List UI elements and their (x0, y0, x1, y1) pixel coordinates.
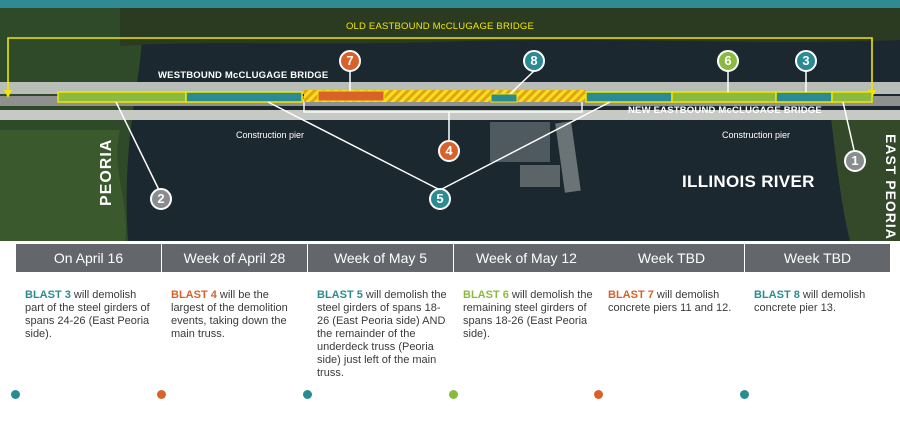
timeline-description: BLAST 5 will demolish the steel girders … (308, 289, 453, 380)
new-bridge-label: NEW EASTBOUND McCLUGAGE BRIDGE (628, 105, 822, 116)
marker-6: 6 (717, 50, 739, 72)
timeline-tab: On April 16 (16, 244, 161, 272)
timeline-column-2: Week of April 28 BLAST 4 will be the lar… (162, 244, 307, 341)
westbound-bridge-label: WESTBOUND McCLUGAGE BRIDGE (158, 70, 329, 81)
marker-1: 1 (844, 150, 866, 172)
construction-pier-label-right: Construction pier (722, 130, 791, 140)
blast-text: will demolish concrete piers 11 and 12. (608, 289, 732, 314)
timeline-description: BLAST 6 will demolish the remaining stee… (454, 289, 599, 341)
marker-4: 4 (438, 140, 460, 162)
marker-5: 5 (429, 188, 451, 210)
timeline-tab: Week of May 5 (308, 244, 453, 272)
timeline-description: BLAST 3 will demolish part of the steel … (16, 289, 161, 341)
timeline-tab: Week TBD (745, 244, 890, 272)
timeline-column-3: Week of May 5 BLAST 5 will demolish the … (308, 244, 453, 380)
timeline-dot (449, 390, 458, 399)
timeline-dot (594, 390, 603, 399)
construction-pier-label-left: Construction pier (236, 130, 305, 140)
blast-name: BLAST 3 (25, 289, 71, 301)
marker-3: 3 (795, 50, 817, 72)
timeline-description: BLAST 7 will demolish concrete piers 11 … (599, 289, 744, 315)
timeline-column-6: Week TBD BLAST 8 will demolish concrete … (745, 244, 890, 315)
timeline-dot (303, 390, 312, 399)
blast-text: will demolish the steel girders of spans… (317, 289, 447, 379)
illinois-river-label: ILLINOIS RIVER (682, 172, 815, 191)
aerial-photo: OLD EASTBOUND McCLUGAGE BRIDGE WESTBOUND… (0, 8, 900, 241)
timeline-dot (740, 390, 749, 399)
marker-7: 7 (339, 50, 361, 72)
blast-text: will demolish concrete pier 13. (754, 289, 866, 314)
timeline-description: BLAST 8 will demolish concrete pier 13. (745, 289, 890, 315)
timeline-dot (157, 390, 166, 399)
timeline-column-5: Week TBD BLAST 7 will demolish concrete … (599, 244, 744, 315)
blast-text: will be the largest of the demolition ev… (171, 289, 288, 340)
blast-name: BLAST 5 (317, 289, 363, 301)
peoria-label: PEORIA (98, 138, 115, 206)
top-accent-bar (0, 0, 900, 8)
timeline-column-4: Week of May 12 BLAST 6 will demolish the… (454, 244, 599, 341)
east-peoria-label: EAST PEORIA (883, 134, 899, 240)
timeline-tab: Week TBD (599, 244, 744, 272)
timeline-description: BLAST 4 will be the largest of the demol… (162, 289, 307, 341)
timeline-column-1: On April 16 BLAST 3 will demolish part o… (16, 244, 161, 341)
blast-text: will demolish the remaining steel girder… (463, 289, 593, 340)
blast-text: will demolish part of the steel girders … (25, 289, 150, 340)
marker-2: 2 (150, 188, 172, 210)
blast-name: BLAST 8 (754, 289, 800, 301)
timeline-dot (11, 390, 20, 399)
timeline-tab: Week of May 12 (454, 244, 599, 272)
blast-name: BLAST 4 (171, 289, 217, 301)
timeline-tab: Week of April 28 (162, 244, 307, 272)
blast-name: BLAST 6 (463, 289, 509, 301)
blast-name: BLAST 7 (608, 289, 654, 301)
old-bridge-label: OLD EASTBOUND McCLUGAGE BRIDGE (345, 21, 535, 32)
marker-8: 8 (523, 50, 545, 72)
